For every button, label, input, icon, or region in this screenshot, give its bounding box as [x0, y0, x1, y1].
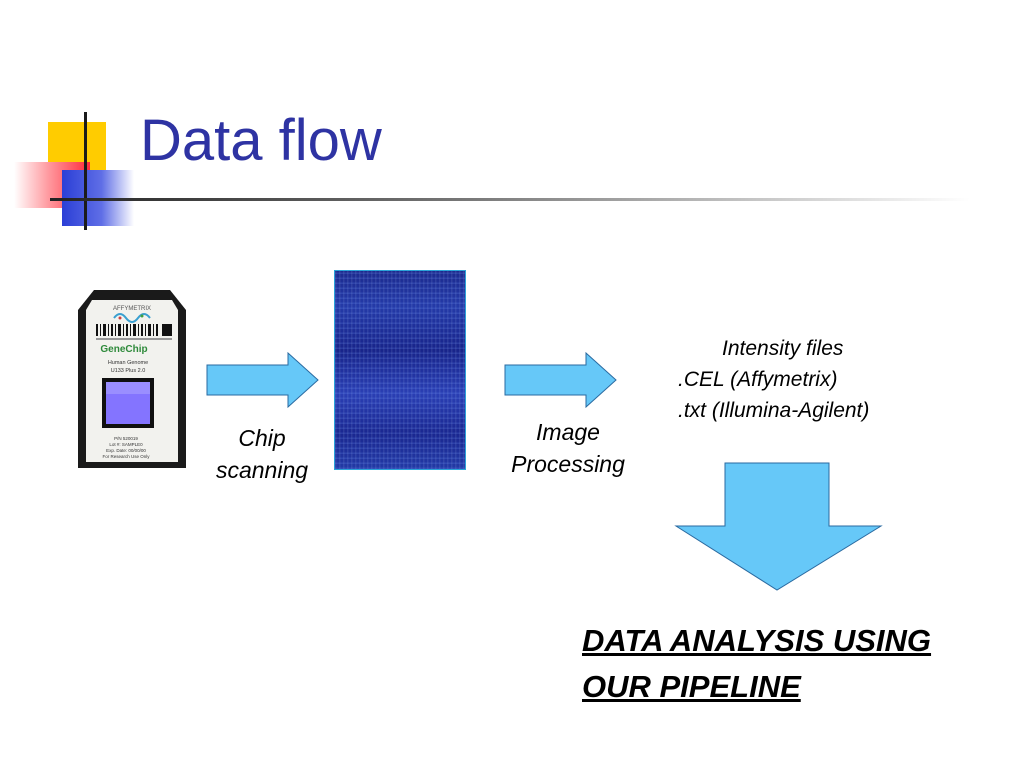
data-analysis-heading: DATA ANALYSIS USING OUR PIPELINE [582, 618, 931, 710]
chip-barcode-icon [96, 324, 172, 340]
intensity-format-cel: .CEL (Affymetrix) [678, 368, 838, 391]
right-arrow-icon [206, 352, 319, 408]
title-decor-vertical-line [84, 112, 87, 230]
chip-array-line-1: Human Genome [108, 360, 148, 366]
image-processing-label-line-1: Image [536, 419, 600, 445]
chip-info-line-2: Lot #: SAMPLE0 [109, 442, 143, 447]
title-underline-rule [50, 198, 970, 201]
genechip-cartridge-image: AFFYMETRIX GeneChip Human Genome U133 Pl… [78, 290, 186, 468]
scanned-microarray-image [334, 270, 466, 470]
slide-title: Data flow [140, 108, 382, 173]
intensity-heading: Intensity files [722, 337, 844, 360]
chip-scanning-label-line-2: scanning [215, 457, 309, 483]
chip-brand-text: AFFYMETRIX [113, 306, 151, 312]
chip-product-text: GeneChip [100, 344, 147, 355]
intensity-format-txt: .txt (Illumina-Agilent) [678, 399, 870, 422]
chip-scanning-label-line-1: Chip [238, 425, 286, 451]
chip-array-line-2: U133 Plus 2.0 [111, 368, 146, 374]
chip-scanning-label: Chip scanning [196, 422, 328, 486]
image-processing-label-line-2: Processing [511, 451, 625, 477]
chip-info-line-4: For Research Use Only [102, 454, 150, 459]
image-processing-label: Image Processing [494, 416, 642, 480]
chip-info-line-3: Exp. Date: 00/00/00 [106, 448, 146, 453]
chip-info-line-1: P/N 520019 [114, 436, 138, 441]
down-arrow-icon [674, 462, 883, 591]
chip-logo-icon [113, 313, 151, 323]
data-analysis-line-1: DATA ANALYSIS USING [582, 623, 932, 658]
right-arrow-icon [504, 352, 617, 408]
data-analysis-line-2: OUR PIPELINE [582, 669, 801, 704]
